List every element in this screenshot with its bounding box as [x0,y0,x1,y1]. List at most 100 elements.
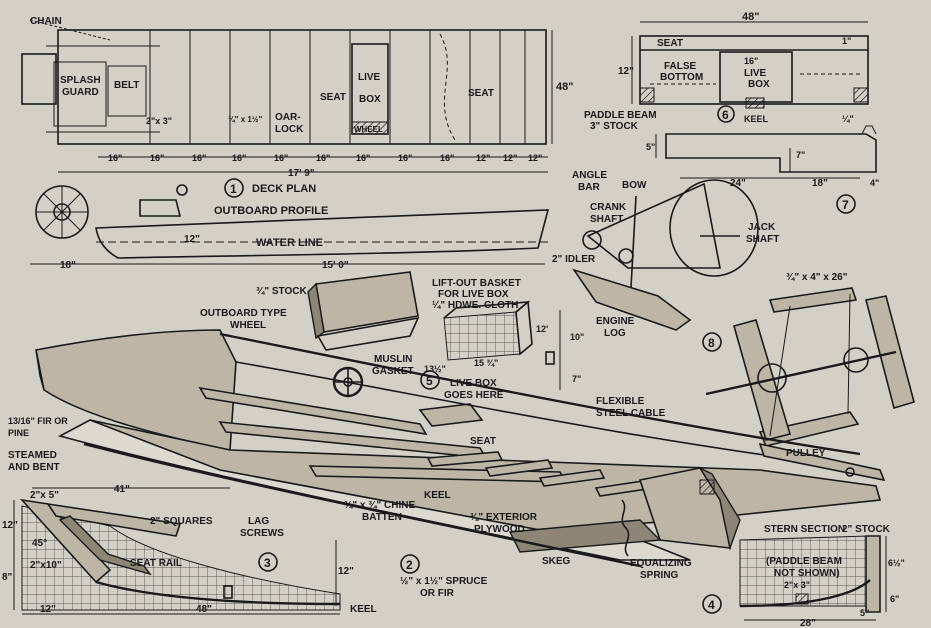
spacing-2: 16" [150,153,164,163]
paddle-beam-title-2: 3" STOCK [590,121,639,132]
section-dim-1: 1" [842,36,851,46]
figure-number-2: 2 [406,558,413,572]
spacing-7: 16" [356,153,370,163]
bow-label: BOW [622,180,647,191]
lag-screws-1: LAG [248,516,269,527]
crank-shaft-1: CRANK [590,202,627,213]
spacing-10: 12" [476,153,490,163]
spacing-5: 16" [274,153,288,163]
paddle-beam-title-1: PADDLE BEAM [584,110,657,121]
drive-dim-10: 10" [570,332,584,342]
spacing-4: 16" [232,153,246,163]
basket-dim-12: 12' [536,324,548,334]
jack-shaft-2: SHAFT [746,234,779,245]
stern-dim-28: 28" [800,618,816,628]
angle-bar-2: BAR [578,182,600,193]
seat-label-a: SEAT [320,92,346,103]
live-box-outline [351,43,389,135]
paddle-beam-7: 7" [796,150,805,160]
chine-label-1: ¾" x ¾" CHINE [344,500,416,511]
section-seat: SEAT [657,38,683,49]
stern-note-2: NOT SHOWN) [774,568,840,579]
fir-label-2: PINE [8,428,29,438]
basket-dim-1312: 13½" [424,364,446,374]
bow-dim-8: 8" [2,572,13,583]
bow-detail: 2"x 5" 2" SQUARES LAG SCREWS 12" 45° 2"x… [2,490,377,615]
spacing-11: 12" [503,153,517,163]
idler-label: 2" IDLER [552,254,596,265]
splash-label-1: SPLASH [60,75,101,86]
steamed-label-2: AND BENT [8,462,60,473]
figure-number-6: 6 [722,108,729,122]
lag-screws-2: SCREWS [240,528,284,539]
cable-label-2: STEEL CABLE [596,408,666,419]
spacing-9: 16" [440,153,454,163]
stern-dim-6: 6" [890,594,899,604]
spruce-label-2: OR FIR [420,588,455,599]
bow-dim-2x5: 2"x 5" [30,490,59,501]
paddle-beam-18: 18" [812,178,828,189]
stern-note-1: (PADDLE BEAM [766,556,842,567]
deck-spacing-row: 16" 16" 16" 16" 16" 16" 16" 16" 16" 12" … [108,153,542,163]
section-box: BOX [748,79,770,90]
basket-title-1: LIFT-OUT BASKET [432,278,521,289]
muslin-label-1: MUSLIN [374,354,412,365]
chine-label-2: BATTEN [362,512,402,523]
fir-label-1: 13/16" FIR OR [8,416,68,426]
spacing-8: 16" [398,153,412,163]
bow-keel: KEEL [350,604,377,615]
section-width: 48" [742,11,759,23]
muslin-label-2: GASKET [372,366,414,377]
spacing-6: 16" [316,153,330,163]
stern-dim-612: 6½" [888,558,905,568]
steamed-label-1: STEAMED [8,450,57,461]
cable-label-1: FLEXIBLE [596,396,645,407]
stern-dim-2x3: 2"x 3" [784,580,810,590]
box-label: BOX [359,94,381,105]
figure-number-7: 7 [842,198,849,212]
stern-stock: 2" STOCK [842,524,891,535]
engine-log-1: ENGINE [596,316,635,327]
false-bottom-2: BOTTOM [660,72,703,83]
false-bottom-1: FALSE [664,61,697,72]
belt-box [107,65,147,117]
paddle-beam-5: 5" [646,142,655,152]
dim-2x3: 2"x 3" [146,116,172,126]
jack-shaft-1: JACK [748,222,776,233]
boat-keel: KEEL [424,490,451,501]
outboard-dim-18: 18" [60,260,76,271]
bow-dim-12: 12" [2,520,18,531]
stern-dim-5: 5" [860,608,869,618]
spacing-1: 16" [108,153,122,163]
section-live: LIVE [744,68,767,79]
basket-stock: ¾" STOCK [256,286,307,297]
bow-dim-2x10: 2"x10" [30,560,62,571]
live-box-basket: ¾" STOCK LIFT-OUT BASKET FOR LIVE BOX ¼"… [256,271,548,390]
section-quarter: ¼" [842,114,854,124]
boat-dim-41: 41" [114,484,130,495]
bow-dim-12r: 12" [338,566,354,577]
skeg-label: SKEG [542,556,571,567]
paddle-beam-4: 4" [870,178,879,188]
deck-plan: CHAIN SPLASH GUARD BELT 2"x 3" ¾" x 1½" … [21,16,573,198]
deck-frames [149,30,526,144]
bow-dim-45: 45° [32,538,47,549]
spring-label-1: EQUALIZING [630,558,692,569]
bow-dim-48: 48" [196,604,212,615]
wheel-label: WHEEL [354,125,383,134]
spring-label-2: SPRING [640,570,679,581]
crank-shaft-2: SHAFT [590,214,623,225]
basket-title-2: FOR LIVE BOX [438,289,509,300]
cross-section: 48" SEAT FALSE BOTTOM 12" 16" LIVE BOX 1… [618,11,869,124]
plywood-label-2: PLYWOOD [474,524,525,535]
deck-width: 48" [556,81,573,93]
drive-assembly: ANGLE BAR BOW CRANK SHAFT JACK SHAFT 2" … [545,170,779,390]
angle-bar-1: ANGLE [572,170,607,181]
basket-dim-1534: 15 ¾" [474,358,498,368]
belt-label: BELT [114,80,139,91]
splash-guard [53,61,107,127]
seat-label-b: SEAT [468,88,494,99]
plywood-label-1: ⅜" EXTERIOR [470,512,538,523]
